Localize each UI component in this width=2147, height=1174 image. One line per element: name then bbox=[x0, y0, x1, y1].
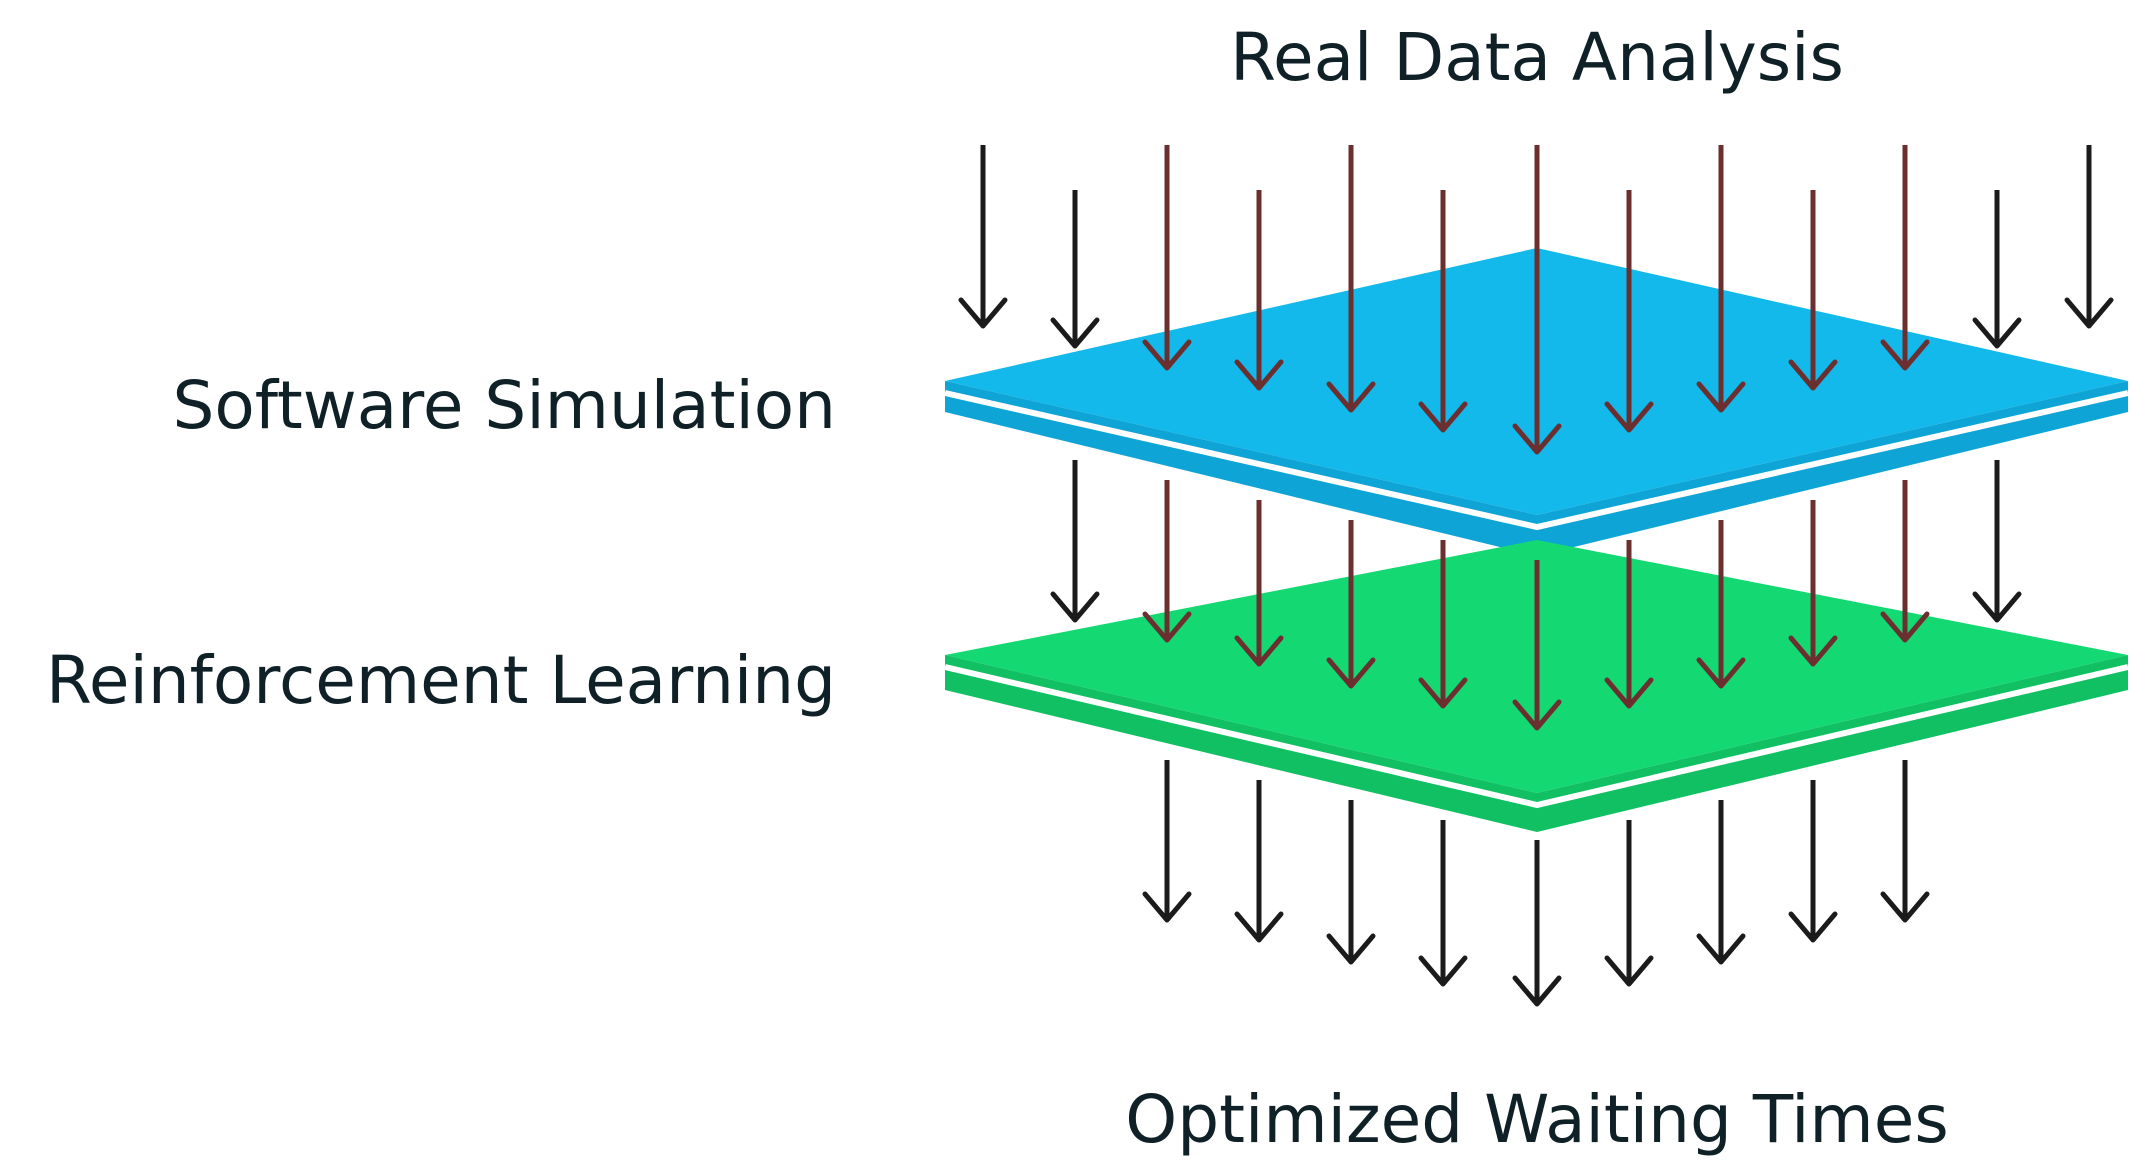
arrow-head bbox=[1512, 975, 1562, 1007]
arrow-head bbox=[1418, 677, 1468, 709]
down-arrow-icon bbox=[1972, 190, 2022, 349]
layer-edge-highlight bbox=[944, 390, 2129, 531]
arrow-head bbox=[1512, 423, 1562, 455]
layer-label-software-simulation: Software Simulation bbox=[173, 367, 836, 444]
arrow-head bbox=[1142, 339, 1192, 371]
arrows-overlay-group bbox=[1142, 145, 1930, 731]
down-arrow-icon bbox=[1326, 145, 1376, 413]
down-arrow-icon bbox=[1604, 540, 1654, 709]
arrow-head bbox=[1234, 635, 1284, 667]
down-arrow-icon bbox=[1512, 145, 1562, 455]
down-arrow-icon bbox=[1696, 800, 1746, 965]
arrow-head bbox=[1418, 955, 1468, 987]
arrow-head bbox=[1696, 657, 1746, 689]
arrow-head bbox=[1142, 891, 1192, 923]
arrow-head bbox=[1788, 359, 1838, 391]
arrow-head bbox=[1512, 699, 1562, 731]
down-arrow-icon bbox=[1050, 460, 1100, 623]
layer-side-face bbox=[945, 381, 2128, 556]
arrow-head bbox=[1326, 381, 1376, 413]
down-arrow-icon bbox=[1234, 190, 1284, 391]
down-arrow-icon bbox=[1142, 480, 1192, 643]
down-arrow-icon bbox=[1326, 800, 1376, 965]
down-arrow-icon bbox=[1142, 760, 1192, 923]
down-arrow-icon bbox=[1234, 500, 1284, 667]
arrow-head bbox=[1604, 955, 1654, 987]
down-arrow-icon bbox=[2064, 145, 2114, 329]
layer-side-face bbox=[945, 655, 2128, 832]
arrow-head bbox=[1696, 381, 1746, 413]
down-arrow-icon bbox=[1788, 780, 1838, 943]
arrow-head bbox=[1604, 677, 1654, 709]
arrows-input-group bbox=[958, 145, 2114, 349]
down-arrow-icon bbox=[1880, 145, 1930, 371]
down-arrow-icon bbox=[1050, 190, 1100, 349]
arrow-head bbox=[1326, 657, 1376, 689]
arrow-head bbox=[1234, 359, 1284, 391]
arrow-head bbox=[1788, 635, 1838, 667]
arrow-head bbox=[2064, 297, 2114, 329]
arrow-head bbox=[1050, 591, 1100, 623]
layer-edge-highlight bbox=[944, 664, 2129, 809]
bottom-label: Optimized Waiting Times bbox=[1125, 1081, 1948, 1158]
arrow-head bbox=[1604, 401, 1654, 433]
arrow-head bbox=[1972, 317, 2022, 349]
arrow-head bbox=[1326, 933, 1376, 965]
down-arrow-icon bbox=[1418, 820, 1468, 987]
down-arrow-icon bbox=[1142, 145, 1192, 371]
arrow-head bbox=[1880, 611, 1930, 643]
arrow-head bbox=[958, 297, 1008, 329]
down-arrow-icon bbox=[1604, 820, 1654, 987]
down-arrow-icon bbox=[1512, 840, 1562, 1007]
arrow-head bbox=[1696, 933, 1746, 965]
down-arrow-icon bbox=[1234, 780, 1284, 943]
down-arrow-icon bbox=[1696, 145, 1746, 413]
down-arrow-icon bbox=[1418, 540, 1468, 709]
layer-label-reinforcement-learning: Reinforcement Learning bbox=[46, 642, 836, 719]
down-arrow-icon bbox=[1788, 500, 1838, 667]
down-arrow-icon bbox=[1418, 190, 1468, 433]
arrow-head bbox=[1788, 911, 1838, 943]
down-arrow-icon bbox=[1696, 520, 1746, 689]
arrow-head bbox=[1972, 591, 2022, 623]
arrows-middle-group bbox=[1050, 460, 2022, 623]
down-arrow-icon bbox=[1880, 480, 1930, 643]
down-arrow-icon bbox=[958, 145, 1008, 329]
arrow-head bbox=[1880, 891, 1930, 923]
down-arrow-icon bbox=[1880, 760, 1930, 923]
arrow-head bbox=[1418, 401, 1468, 433]
arrow-head bbox=[1880, 339, 1930, 371]
arrows-output-group bbox=[1142, 760, 1930, 1007]
down-arrow-icon bbox=[1972, 460, 2022, 623]
top-label: Real Data Analysis bbox=[1230, 19, 1844, 96]
down-arrow-icon bbox=[1604, 190, 1654, 433]
arrow-head bbox=[1234, 911, 1284, 943]
down-arrow-icon bbox=[1512, 560, 1562, 731]
arrow-head bbox=[1050, 317, 1100, 349]
arrow-head bbox=[1142, 611, 1192, 643]
down-arrow-icon bbox=[1326, 520, 1376, 689]
down-arrow-icon bbox=[1788, 190, 1838, 391]
